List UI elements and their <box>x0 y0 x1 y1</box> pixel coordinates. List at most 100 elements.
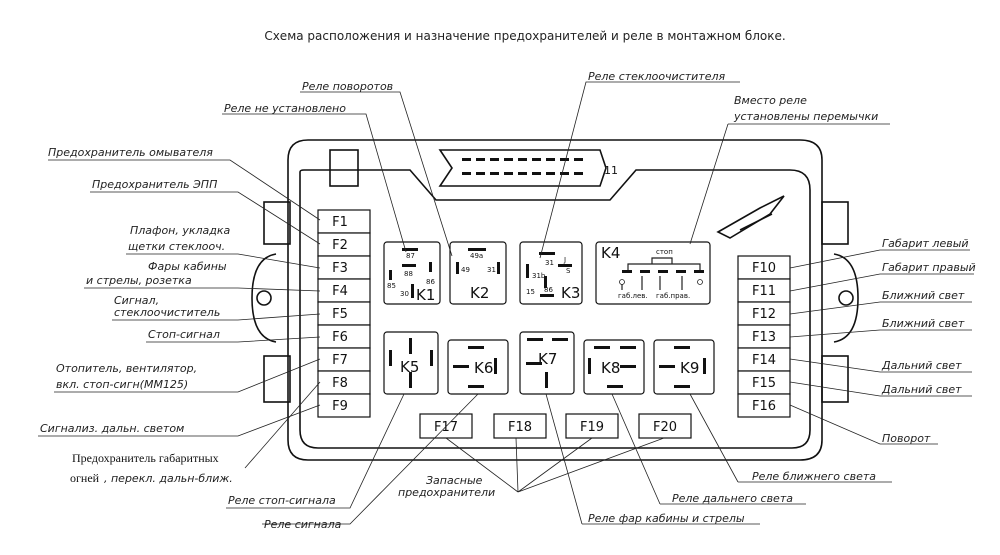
relay-k6[interactable]: K6 <box>447 339 509 395</box>
relay-k4-jumpers[interactable]: K4 стоп габ.лев. габ.прав. <box>595 241 711 305</box>
fuse-f14[interactable]: F14 <box>737 347 791 372</box>
relay-k4-pin-gab-right: габ.прав. <box>656 292 690 300</box>
relay-k5-label: K5 <box>400 358 419 376</box>
fuse-row-bottom: F17 F18 F19 F20 <box>419 413 692 439</box>
label-f5-line1: Сигнал, <box>114 294 159 307</box>
relay-k8[interactable]: K8 <box>583 339 645 395</box>
label-spare-line2: предохранители <box>398 486 495 499</box>
relay-k2-pin-49: 49 <box>461 266 470 274</box>
label-relay-high: Реле дальнего света <box>672 492 793 505</box>
label-gab-line2b: , перекл. дальн-ближ. <box>104 472 233 485</box>
label-relay-horn: Реле сигнала <box>264 518 342 531</box>
label-gab-line2a: огней <box>70 471 100 485</box>
relay-k4-pin-gab-left: габ.лев. <box>618 292 648 300</box>
label-jumpers-line1: Вместо реле <box>734 94 807 107</box>
fuse-f3-label: F3 <box>332 261 348 276</box>
relay-k3-pin-s: S <box>566 267 571 275</box>
relay-k3-pin-31b: 31b <box>532 272 546 280</box>
label-f14: Дальний свет <box>881 359 962 372</box>
label-relay-cab-lights: Реле фар кабины и стрелы <box>588 512 745 525</box>
relay-k3-pin-31: 31 <box>545 259 554 267</box>
relay-k8-label: K8 <box>601 359 620 377</box>
fuse-f13[interactable]: F13 <box>737 324 791 349</box>
label-relay-low: Реле ближнего света <box>752 470 876 483</box>
fuse-f7[interactable]: F7 <box>317 347 371 372</box>
fuse-f8[interactable]: F8 <box>317 370 371 395</box>
relay-k1-pin-30: 30 <box>400 290 409 298</box>
fuse-f12[interactable]: F12 <box>737 301 791 326</box>
fuse-f5[interactable]: F5 <box>317 301 371 326</box>
relay-k3-label: K3 <box>561 284 580 302</box>
fuse-f17[interactable]: F17 <box>419 413 473 439</box>
label-f11: Габарит правый <box>882 261 976 274</box>
relay-k6-label: K6 <box>474 359 493 377</box>
label-f4-line1: Фары кабины <box>148 260 227 273</box>
diagram-title: Схема расположения и назначение предохра… <box>264 29 785 43</box>
label-f10: Габарит левый <box>882 237 969 250</box>
fuse-f15[interactable]: F15 <box>737 370 791 395</box>
fuse-f11-label: F11 <box>752 284 776 299</box>
relay-k3[interactable]: 31 J 31b S 15 86 K3 <box>519 241 583 305</box>
label-jumpers-line2: установлены перемычки <box>733 110 878 123</box>
fuse-f7-label: F7 <box>332 353 348 368</box>
fuse-f2[interactable]: F2 <box>317 232 371 257</box>
fuse-f16[interactable]: F16 <box>737 393 791 418</box>
label-relay-wiper: Реле стеклоочистителя <box>588 70 726 83</box>
fuse-column-right: F10 F11 F12 F13 F14 F15 F16 <box>737 255 791 418</box>
label-f12: Ближний свет <box>882 289 965 302</box>
relay-k1-pin-86: 86 <box>426 278 435 286</box>
fuse-f9[interactable]: F9 <box>317 393 371 418</box>
fuse-f18[interactable]: F18 <box>493 413 547 439</box>
fuse-f19[interactable]: F19 <box>565 413 619 439</box>
fuse-f15-label: F15 <box>752 376 776 391</box>
connector-number: 11 <box>604 164 618 177</box>
label-relay-turn: Реле поворотов <box>302 80 393 93</box>
label-f13: Ближний свет <box>882 317 965 330</box>
fuse-f10-label: F10 <box>752 261 776 276</box>
fuse-box-body <box>251 139 859 461</box>
label-f16: Поворот <box>882 432 931 445</box>
relay-k3-pin-j: J <box>563 256 566 264</box>
label-f7-line1: Отопитель, вентилятор, <box>56 362 197 375</box>
fuse-f9-label: F9 <box>332 399 348 414</box>
label-f15: Дальний свет <box>881 383 962 396</box>
label-f3-line1: Плафон, укладка <box>130 224 231 237</box>
label-f7-line2: вкл. стоп-сигн(ММ125) <box>56 378 188 391</box>
relay-k7[interactable]: K7 <box>519 331 575 395</box>
label-f9: Сигнализ. дальн. светом <box>40 422 184 435</box>
relay-k2-pin-49a: 49a <box>470 252 483 260</box>
fuse-f20-label: F20 <box>653 420 677 435</box>
relay-k1-pin-87: 87 <box>406 252 415 260</box>
fuse-f13-label: F13 <box>752 330 776 345</box>
label-fuse-washer: Предохранитель омывателя <box>48 146 213 159</box>
fuse-f6[interactable]: F6 <box>317 324 371 349</box>
fuse-f18-label: F18 <box>508 420 532 435</box>
fuse-f4[interactable]: F4 <box>317 278 371 303</box>
relay-k4-label: K4 <box>601 244 620 262</box>
fuse-column-left: F1 F2 F3 F4 F5 F6 F7 F8 F9 <box>317 209 371 418</box>
relay-k1-label: K1 <box>416 286 435 304</box>
label-relay-not-installed: Реле не установлено <box>224 102 346 115</box>
fuse-f1-label: F1 <box>332 215 348 230</box>
fuse-f1[interactable]: F1 <box>317 209 371 234</box>
fuse-f3[interactable]: F3 <box>317 255 371 280</box>
label-f5-line2: стеклоочиститель <box>114 306 220 319</box>
relay-k9[interactable]: K9 <box>653 339 715 395</box>
fuse-f10[interactable]: F10 <box>737 255 791 280</box>
annotation-labels: Реле поворотов Реле не установлено Реле … <box>40 70 976 531</box>
connector-pins <box>462 158 583 175</box>
fuse-f17-label: F17 <box>434 420 458 435</box>
relay-k3-pin-15: 15 <box>526 288 535 296</box>
relay-k2[interactable]: 49a 49 31 K2 <box>449 241 507 305</box>
fuse-f19-label: F19 <box>580 420 604 435</box>
fuse-f8-label: F8 <box>332 376 348 391</box>
relay-k3-pin-86: 86 <box>544 286 553 294</box>
fuse-f20[interactable]: F20 <box>638 413 692 439</box>
fuse-f11[interactable]: F11 <box>737 278 791 303</box>
relay-k4-pin-stop: стоп <box>656 248 673 256</box>
label-f3-line2: щетки стеклооч. <box>128 240 225 253</box>
relay-k1[interactable]: 87 88 85 86 30 K1 <box>383 241 441 305</box>
relay-k5[interactable]: K5 <box>383 331 439 395</box>
label-gab-line1: Предохранитель габаритных <box>72 451 219 465</box>
